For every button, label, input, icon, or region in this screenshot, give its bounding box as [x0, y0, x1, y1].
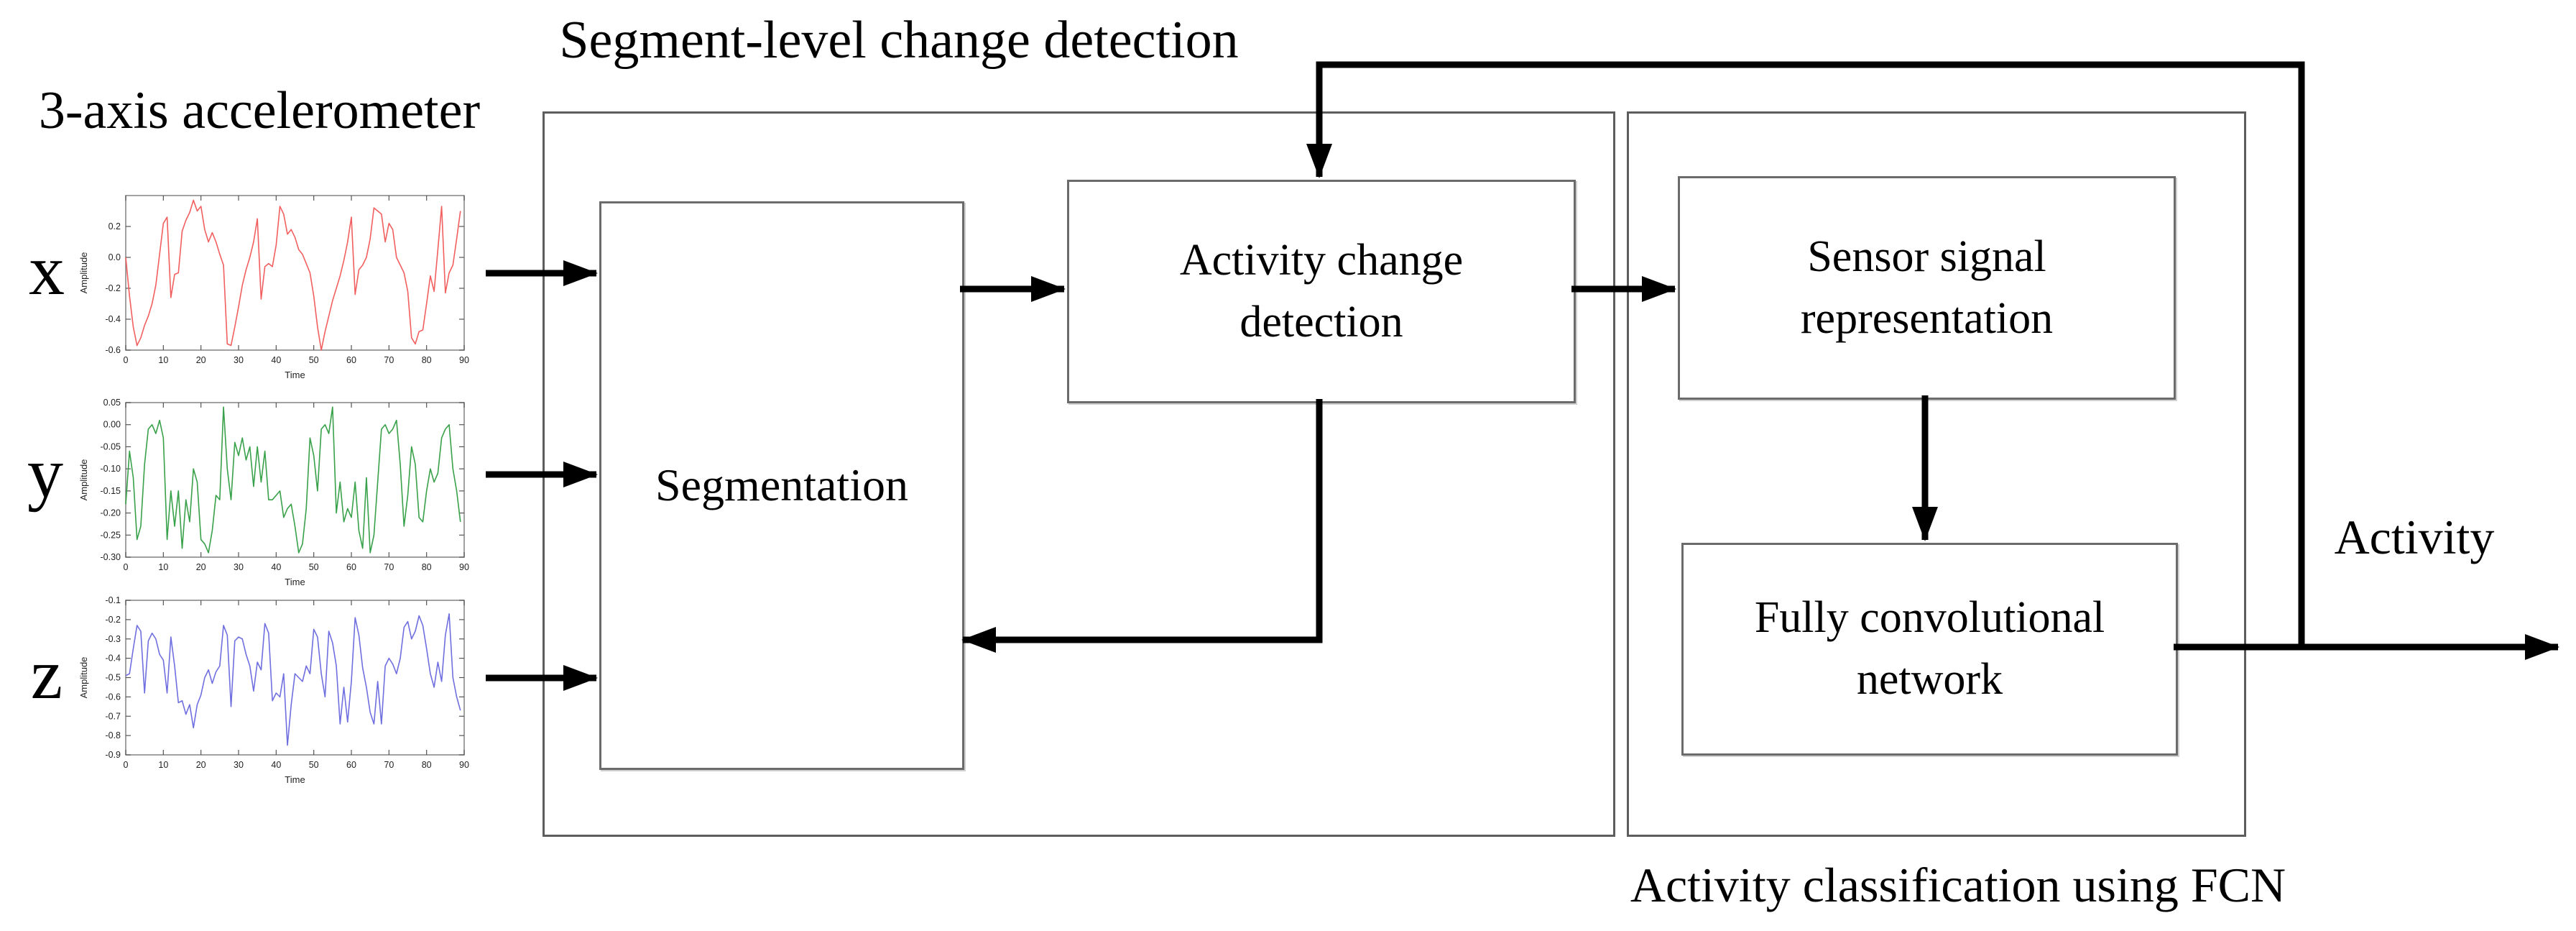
svg-text:0.05: 0.05 [103, 398, 121, 408]
svg-text:Time: Time [285, 577, 305, 587]
ssr-box-label-line2: representation [1800, 293, 2054, 343]
svg-text:60: 60 [346, 355, 356, 365]
svg-text:20: 20 [196, 355, 206, 365]
svg-text:10: 10 [158, 562, 168, 572]
svg-text:0: 0 [124, 760, 129, 770]
svg-text:Amplitude: Amplitude [78, 459, 89, 501]
svg-text:Amplitude: Amplitude [78, 657, 89, 699]
svg-text:80: 80 [422, 355, 432, 365]
svg-text:50: 50 [309, 355, 319, 365]
sensor-source-label: 3-axis accelerometer [38, 81, 481, 140]
svg-text:30: 30 [234, 355, 244, 365]
svg-text:-0.9: -0.9 [105, 750, 121, 760]
axis-y-letter: y [27, 433, 63, 513]
svg-text:-0.05: -0.05 [101, 441, 121, 451]
svg-text:80: 80 [422, 562, 432, 572]
acd-box-label-line2: detection [1239, 297, 1403, 347]
svg-text:-0.4: -0.4 [105, 314, 121, 324]
svg-text:0.2: 0.2 [109, 221, 121, 231]
svg-text:80: 80 [422, 760, 432, 770]
svg-text:70: 70 [384, 562, 394, 572]
svg-text:Time: Time [285, 370, 305, 380]
svg-text:0.00: 0.00 [103, 420, 121, 430]
svg-text:50: 50 [309, 562, 319, 572]
segment-level-title: Segment-level change detection [559, 11, 1239, 70]
svg-text:-0.15: -0.15 [101, 486, 121, 496]
svg-text:0: 0 [124, 562, 129, 572]
fully-convolutional-network-box: Fully convolutional network [1681, 543, 2178, 756]
svg-text:Time: Time [285, 774, 305, 785]
segmentation-box-label: Segmentation [655, 459, 908, 511]
svg-text:-0.6: -0.6 [105, 692, 121, 702]
svg-text:70: 70 [384, 760, 394, 770]
svg-text:-0.30: -0.30 [101, 552, 121, 562]
svg-text:-0.8: -0.8 [105, 730, 121, 740]
svg-text:40: 40 [271, 355, 281, 365]
svg-text:90: 90 [459, 562, 469, 572]
svg-text:60: 60 [346, 760, 356, 770]
acd-box-label-line1: Activity change [1179, 235, 1464, 285]
svg-text:Amplitude: Amplitude [78, 252, 89, 294]
svg-text:-0.6: -0.6 [105, 345, 121, 355]
svg-text:60: 60 [346, 562, 356, 572]
ssr-box-label-line1: Sensor signal [1807, 231, 2046, 281]
svg-text:0: 0 [124, 355, 129, 365]
svg-text:40: 40 [271, 760, 281, 770]
svg-text:10: 10 [158, 355, 168, 365]
fcn-box-label-line1: Fully convolutional [1754, 593, 2105, 643]
output-activity-label: Activity [2334, 510, 2495, 564]
svg-text:-0.7: -0.7 [105, 711, 121, 721]
svg-text:90: 90 [459, 355, 469, 365]
svg-text:-0.1: -0.1 [105, 595, 121, 605]
svg-text:-0.20: -0.20 [101, 508, 121, 518]
svg-text:20: 20 [196, 562, 206, 572]
svg-text:90: 90 [459, 760, 469, 770]
svg-text:-0.25: -0.25 [101, 530, 121, 540]
svg-text:30: 30 [234, 562, 244, 572]
sensor-signal-representation-box: Sensor signal representation [1678, 176, 2176, 400]
svg-text:20: 20 [196, 760, 206, 770]
svg-text:70: 70 [384, 355, 394, 365]
svg-text:-0.5: -0.5 [105, 673, 121, 683]
svg-text:-0.3: -0.3 [105, 634, 121, 644]
fcn-box-label-line2: network [1856, 655, 2003, 704]
svg-text:10: 10 [158, 760, 168, 770]
svg-text:30: 30 [234, 760, 244, 770]
svg-text:0.0: 0.0 [109, 252, 121, 262]
axis-z-letter: z [30, 634, 63, 714]
segmentation-box: Segmentation [599, 201, 964, 770]
svg-text:-0.2: -0.2 [105, 615, 121, 625]
svg-text:40: 40 [271, 562, 281, 572]
svg-text:-0.10: -0.10 [101, 464, 121, 474]
axis-x-letter: x [29, 230, 65, 310]
svg-text:50: 50 [309, 760, 319, 770]
svg-text:-0.4: -0.4 [105, 653, 121, 664]
fcn-classification-caption: Activity classification using FCN [1630, 858, 2286, 912]
activity-change-detection-box: Activity change detection [1067, 180, 1576, 403]
svg-text:-0.2: -0.2 [105, 283, 121, 293]
